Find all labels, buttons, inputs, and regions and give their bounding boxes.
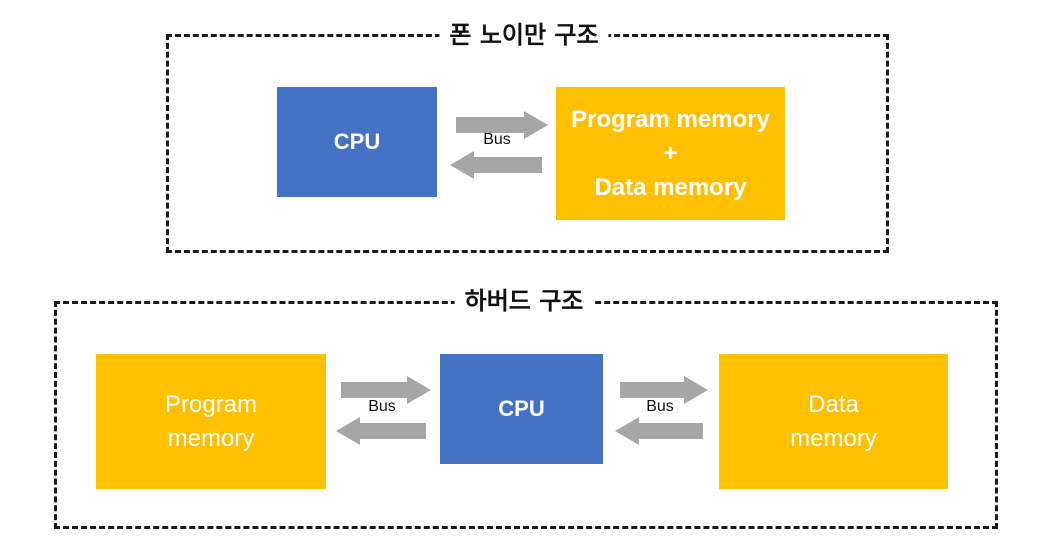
program-memory-line-2: memory — [167, 424, 255, 452]
harvard-cpu-box: CPU — [440, 354, 603, 464]
von-neumann-memory-box: Program memory + Data memory — [556, 87, 785, 220]
harvard-program-memory-box: Program memory — [96, 354, 326, 489]
memory-line-program: Program memory — [571, 105, 770, 133]
von-neumann-cpu-box: CPU — [277, 87, 437, 197]
harvard-cpu-label: CPU — [498, 396, 545, 421]
harvard-right-bus-arrow-left — [615, 417, 703, 445]
harvard-right-bus-label: Bus — [646, 398, 674, 415]
program-memory-line-1: Program — [164, 390, 258, 418]
harvard-left-bus-arrow-right — [341, 376, 431, 404]
harvard-title: 하버드 구조 — [454, 286, 594, 316]
data-memory-line-1: Data — [808, 390, 859, 418]
harvard-left-bus-label: Bus — [368, 398, 396, 415]
von-neumann-cpu-label: CPU — [333, 129, 381, 154]
von-neumann-bus-label: Bus — [483, 131, 511, 148]
harvard-data-memory-box: Data memory — [719, 354, 948, 489]
harvard-right-bus-arrow-right — [620, 376, 708, 404]
harvard-left-bus-arrow-left — [336, 417, 426, 445]
von-neumann-bus-arrow-left — [450, 151, 542, 179]
von-neumann-title: 폰 노이만 구조 — [439, 20, 609, 50]
data-memory-line-2: memory — [790, 424, 877, 452]
memory-line-plus: + — [663, 139, 678, 167]
von-neumann-bus-arrow-right — [456, 111, 548, 139]
memory-line-data: Data memory — [594, 173, 747, 201]
